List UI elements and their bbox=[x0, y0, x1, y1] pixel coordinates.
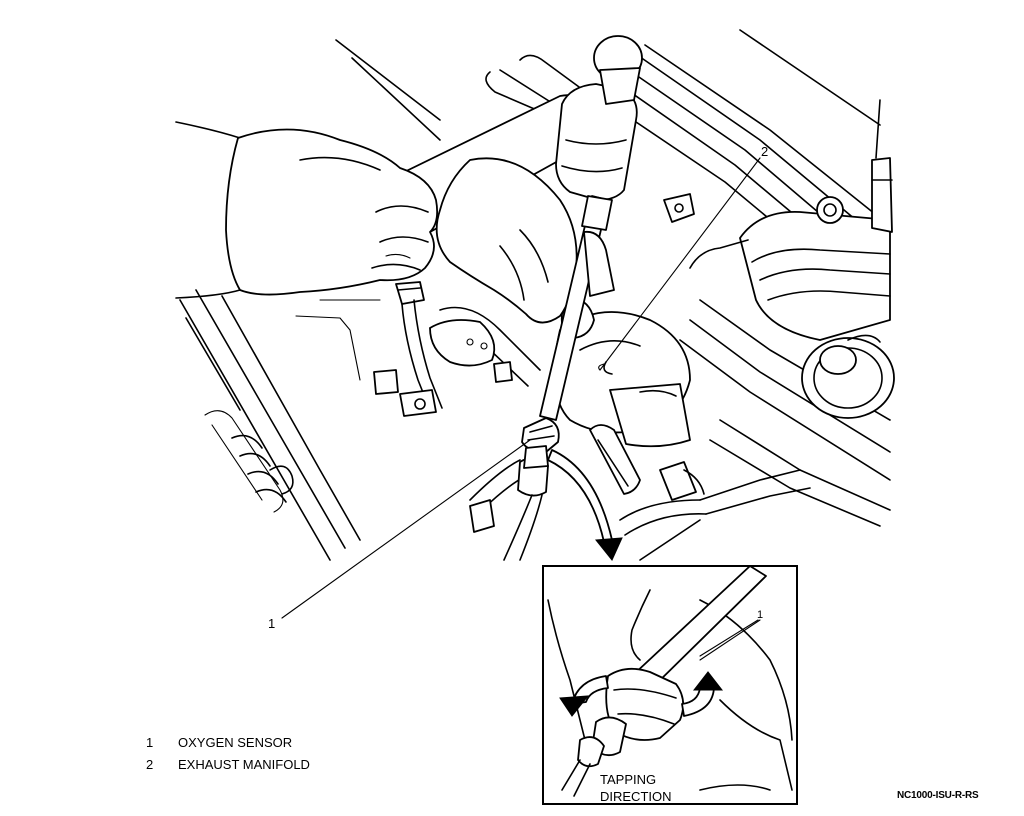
legend-item: 2 EXHAUST MANIFOLD bbox=[146, 754, 310, 776]
inset-caption-line1: TAPPING bbox=[600, 772, 656, 787]
callout-1-label: 1 bbox=[268, 616, 275, 631]
inset-callout-1-label: 1 bbox=[757, 609, 763, 621]
inset-caption-line2: DIRECTION bbox=[600, 789, 672, 804]
legend-number: 1 bbox=[146, 735, 154, 750]
detail-inset: 1 TAPPING DIRECTION bbox=[542, 565, 798, 805]
oxygen-sensor bbox=[503, 417, 560, 561]
legend-label: EXHAUST MANIFOLD bbox=[178, 757, 310, 772]
legend-label: OXYGEN SENSOR bbox=[178, 735, 293, 750]
legend: 1 OXYGEN SENSOR 2 EXHAUST MANIFOLD bbox=[146, 732, 310, 776]
callouts: 2 1 bbox=[268, 144, 768, 631]
right-hand-with-punch bbox=[435, 157, 615, 421]
legend-item: 1 OXYGEN SENSOR bbox=[146, 732, 310, 754]
callout-2-label: 2 bbox=[761, 144, 768, 159]
figure-code: NC1000-ISU-R-RS bbox=[897, 790, 979, 801]
legend-number: 2 bbox=[146, 757, 154, 772]
direction-arrow bbox=[547, 449, 623, 561]
